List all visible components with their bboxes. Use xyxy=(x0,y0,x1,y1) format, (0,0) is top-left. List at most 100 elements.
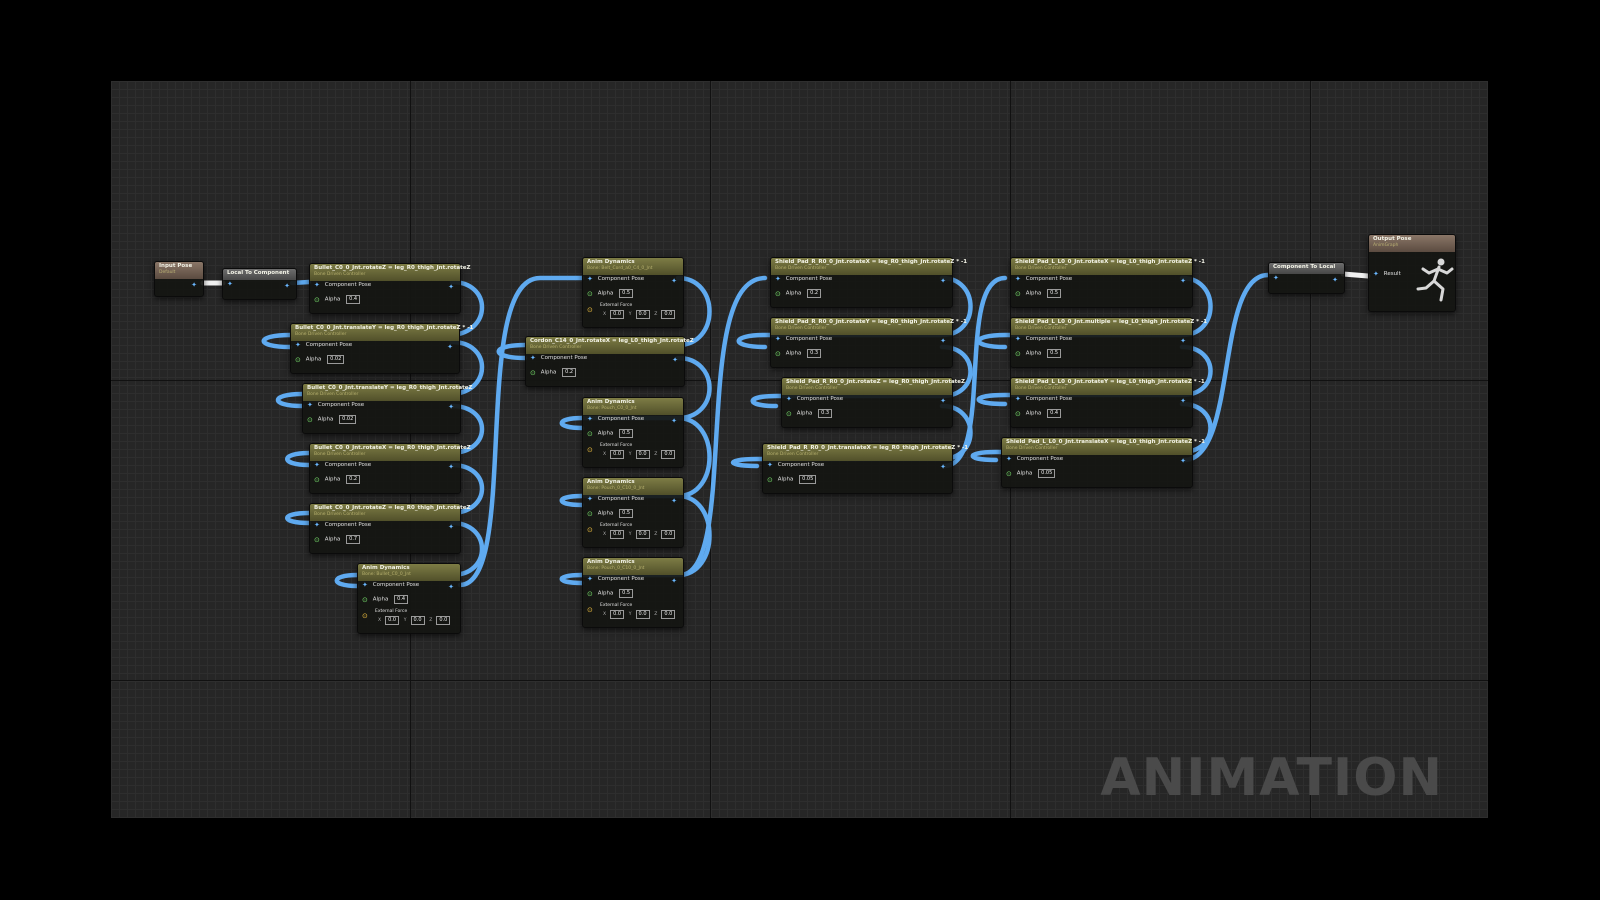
bone-driven-controller-node[interactable]: Shield_Pad_R_R0_0_Jnt.rotateX = leg_R0_t… xyxy=(770,257,967,308)
vector-pin[interactable]: ⊙ xyxy=(587,606,593,614)
alpha-value[interactable]: 0.05 xyxy=(799,475,817,484)
bone-driven-controller-node[interactable]: Shield_Pad_R_R0_0_Jnt.rotateZ = leg_R0_t… xyxy=(781,377,965,428)
force-x-value[interactable]: 0.0 xyxy=(610,450,625,459)
alpha-pin[interactable]: ⊙ xyxy=(775,349,781,358)
vector-pin[interactable]: ⊙ xyxy=(587,526,593,534)
force-y-value[interactable]: 0.0 xyxy=(635,530,650,539)
alpha-value[interactable]: 0.4 xyxy=(394,595,409,604)
force-z-value[interactable]: 0.0 xyxy=(436,616,451,625)
bone-driven-controller-node[interactable]: Shield_Pad_R_R0_0_Jnt.translateX = leg_R… xyxy=(762,443,968,494)
pose-output-pin[interactable]: ✦ xyxy=(1180,457,1186,465)
anim-dynamics-node[interactable]: Anim Dynamics Bone: Pouch_0_C10_0_Jnt ✦ … xyxy=(582,557,684,628)
vector-pin[interactable]: ⊙ xyxy=(587,446,593,454)
alpha-value[interactable]: 0.5 xyxy=(619,289,634,298)
pose-input-pin[interactable]: ✦ xyxy=(1015,395,1021,403)
pose-input-pin[interactable]: ✦ xyxy=(1015,275,1021,283)
pose-input-pin[interactable]: ✦ xyxy=(587,575,593,583)
alpha-pin[interactable]: ⊙ xyxy=(314,535,320,544)
pose-input-pin[interactable]: ✦ xyxy=(362,581,368,589)
vector-pin[interactable]: ⊙ xyxy=(362,612,368,620)
alpha-value[interactable]: 0.5 xyxy=(619,509,634,518)
force-y-value[interactable]: 0.0 xyxy=(635,610,650,619)
alpha-value[interactable]: 0.5 xyxy=(619,429,634,438)
alpha-value[interactable]: 0.2 xyxy=(807,289,822,298)
force-y-value[interactable]: 0.0 xyxy=(635,310,650,319)
bone-driven-controller-node[interactable]: Shield_Pad_L_L0_0_Jnt.rotateX = leg_L0_t… xyxy=(1010,257,1205,308)
alpha-value[interactable]: 0.02 xyxy=(339,415,357,424)
anim-dynamics-node[interactable]: Anim Dynamics Bone: Pouch_C0_0_Jnt ✦ Com… xyxy=(582,397,684,468)
pose-input-pin[interactable]: ✦ xyxy=(1006,455,1012,463)
force-z-value[interactable]: 0.0 xyxy=(661,310,676,319)
pose-output-pin[interactable]: ✦ xyxy=(448,463,454,471)
bone-driven-controller-node[interactable]: Bullet_C0_0_Jnt.rotateZ = leg_R0_thigh_J… xyxy=(309,263,470,314)
pose-output-pin[interactable]: ✦ xyxy=(1332,276,1338,284)
pose-output-pin[interactable]: ✦ xyxy=(671,277,677,285)
force-z-value[interactable]: 0.0 xyxy=(661,610,676,619)
pose-output-pin[interactable]: ✦ xyxy=(1180,397,1186,405)
result-pin[interactable]: ✦ xyxy=(1373,270,1379,278)
alpha-value[interactable]: 0.4 xyxy=(346,295,361,304)
pose-output-pin[interactable]: ✦ xyxy=(672,356,678,364)
pose-output-pin[interactable]: ✦ xyxy=(284,282,290,290)
alpha-value[interactable]: 0.5 xyxy=(619,589,634,598)
anim-dynamics-node[interactable]: Anim Dynamics Bone: Belt_Cord_a0_C4_0_Jn… xyxy=(582,257,684,328)
pose-input-pin[interactable]: ✦ xyxy=(314,521,320,529)
pose-output-pin[interactable]: ✦ xyxy=(1180,277,1186,285)
pose-input-pin[interactable]: ✦ xyxy=(314,461,320,469)
alpha-pin[interactable]: ⊙ xyxy=(1015,289,1021,298)
pose-input-pin[interactable]: ✦ xyxy=(587,495,593,503)
bone-driven-controller-node[interactable]: Bullet_C0_0_Jnt.translateY = leg_R0_thig… xyxy=(302,383,472,434)
force-y-value[interactable]: 0.0 xyxy=(410,616,425,625)
pose-output-pin[interactable]: ✦ xyxy=(671,577,677,585)
pose-output-pin[interactable]: ✦ xyxy=(448,523,454,531)
alpha-value[interactable]: 0.02 xyxy=(327,355,345,364)
alpha-pin[interactable]: ⊙ xyxy=(587,589,593,598)
pose-output-pin[interactable]: ✦ xyxy=(940,397,946,405)
pose-input-pin[interactable]: ✦ xyxy=(530,354,536,362)
bone-driven-controller-node[interactable]: Cordon_C14_0_Jnt.rotateX = leg_L0_thigh_… xyxy=(525,336,694,387)
alpha-value[interactable]: 0.5 xyxy=(1047,289,1062,298)
pose-input-pin[interactable]: ✦ xyxy=(1015,335,1021,343)
bone-driven-controller-node[interactable]: Shield_Pad_R_R0_0_Jnt.rotateY = leg_R0_t… xyxy=(770,317,967,368)
alpha-pin[interactable]: ⊙ xyxy=(314,295,320,304)
local-to-component-node[interactable]: Local To Component ✦ ✦ xyxy=(222,268,297,300)
bone-driven-controller-node[interactable]: Shield_Pad_L_L0_0_Jnt.rotateY = leg_L0_t… xyxy=(1010,377,1205,428)
pose-input-pin[interactable]: ✦ xyxy=(775,335,781,343)
pose-output-pin[interactable]: ✦ xyxy=(1180,337,1186,345)
alpha-pin[interactable]: ⊙ xyxy=(786,409,792,418)
component-to-local-node[interactable]: Component To Local ✦ ✦ xyxy=(1268,262,1345,294)
alpha-pin[interactable]: ⊙ xyxy=(295,355,301,364)
anim-dynamics-node[interactable]: Anim Dynamics Bone: Pouch_0_C10_0_Jnt ✦ … xyxy=(582,477,684,548)
pose-input-pin[interactable]: ✦ xyxy=(314,281,320,289)
alpha-pin[interactable]: ⊙ xyxy=(587,429,593,438)
pose-output-pin[interactable]: ✦ xyxy=(940,277,946,285)
alpha-pin[interactable]: ⊙ xyxy=(775,289,781,298)
bone-driven-controller-node[interactable]: Bullet_C0_0_Jnt.rotateX = leg_R0_thigh_J… xyxy=(309,443,471,494)
pose-output-pin[interactable]: ✦ xyxy=(448,403,454,411)
pose-input-pin[interactable]: ✦ xyxy=(307,401,313,409)
anim-dynamics-node[interactable]: Anim Dynamics Bone: Bullet_C0_0_Jnt ✦ Co… xyxy=(357,563,461,634)
pose-input-pin[interactable]: ✦ xyxy=(587,275,593,283)
pose-input-pin[interactable]: ✦ xyxy=(1273,274,1279,282)
force-x-value[interactable]: 0.0 xyxy=(385,616,400,625)
alpha-value[interactable]: 0.2 xyxy=(346,475,361,484)
alpha-pin[interactable]: ⊙ xyxy=(1006,469,1012,478)
alpha-value[interactable]: 0.3 xyxy=(807,349,822,358)
force-x-value[interactable]: 0.0 xyxy=(610,310,625,319)
pose-input-pin[interactable]: ✦ xyxy=(775,275,781,283)
bone-driven-controller-node[interactable]: Shield_Pad_L_L0_0_Jnt.multiple = leg_L0_… xyxy=(1010,317,1207,368)
alpha-value[interactable]: 0.7 xyxy=(346,535,361,544)
force-z-value[interactable]: 0.0 xyxy=(661,530,676,539)
alpha-pin[interactable]: ⊙ xyxy=(767,475,773,484)
force-x-value[interactable]: 0.0 xyxy=(610,610,625,619)
pose-output-pin[interactable]: ✦ xyxy=(940,337,946,345)
alpha-pin[interactable]: ⊙ xyxy=(1015,349,1021,358)
pose-output-pin[interactable]: ✦ xyxy=(448,283,454,291)
bone-driven-controller-node[interactable]: Bullet_C0_0_Jnt.translateY = leg_R0_thig… xyxy=(290,323,473,374)
pose-output-pin[interactable]: ✦ xyxy=(671,417,677,425)
vector-pin[interactable]: ⊙ xyxy=(587,306,593,314)
force-y-value[interactable]: 0.0 xyxy=(635,450,650,459)
alpha-value[interactable]: 0.05 xyxy=(1038,469,1056,478)
alpha-pin[interactable]: ⊙ xyxy=(587,289,593,298)
alpha-pin[interactable]: ⊙ xyxy=(307,415,313,424)
